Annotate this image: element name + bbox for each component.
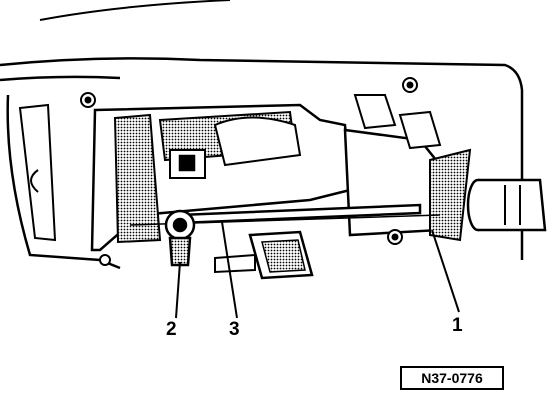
cylinder-assembly: [343, 94, 547, 242]
leader-lines: [175, 221, 460, 319]
figure-reference-label: N37-0776: [400, 366, 504, 390]
body-panel: [0, 0, 524, 260]
callout-1: 1: [452, 315, 463, 336]
lock-housing: [90, 103, 352, 252]
panel-recess: [6, 94, 121, 270]
fastening-screws: [80, 77, 418, 266]
callout-3: 3: [229, 319, 240, 340]
rod-clip: [164, 209, 196, 267]
callout-2: 2: [166, 319, 177, 340]
connector-block: [214, 230, 314, 280]
